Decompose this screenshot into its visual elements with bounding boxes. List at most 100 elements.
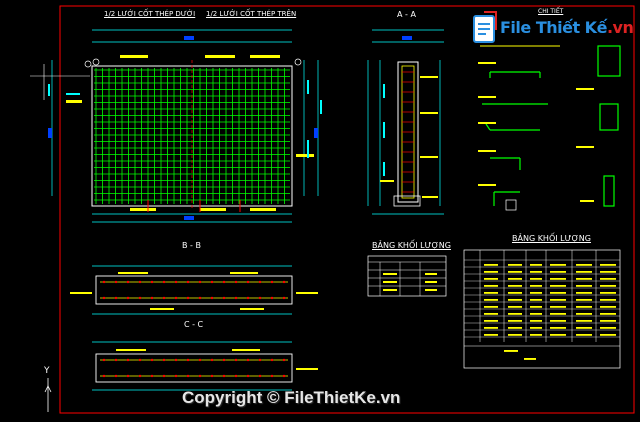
watermark-copyright: Copyright © FileThietKe.vn xyxy=(182,388,401,407)
rebar-dot xyxy=(174,358,178,362)
table-summary-value xyxy=(524,358,536,360)
table-cell-value xyxy=(550,271,566,273)
watermark-logo-text: File Thiết Kế.vn xyxy=(500,18,634,37)
title-table-right: BẢNG KHỐI LƯỢNG xyxy=(512,234,591,243)
rebar-dot xyxy=(186,296,190,300)
rebar-dot xyxy=(114,358,118,362)
rebar-dot xyxy=(282,280,286,284)
table-cell-value xyxy=(576,264,592,266)
rebar-dot xyxy=(114,280,118,284)
rebar-dot xyxy=(150,358,154,362)
title-section-aa: A - A xyxy=(397,10,416,19)
rebar-dot xyxy=(282,358,286,362)
rebar-dot xyxy=(270,358,274,362)
table-cell-value xyxy=(600,327,616,329)
table-cell-value xyxy=(508,306,522,308)
table-cell-value xyxy=(600,334,616,336)
rebar-dot xyxy=(258,280,262,284)
table-cell-value xyxy=(576,334,592,336)
rebar-dot xyxy=(186,374,190,378)
rebar-dot xyxy=(150,280,154,284)
table-cell-value xyxy=(576,285,592,287)
table-cell-value xyxy=(550,320,566,322)
title-section-bb: B - B xyxy=(182,241,201,250)
rebar-dot xyxy=(282,374,286,378)
rebar-dot xyxy=(222,296,226,300)
table-cell-value xyxy=(576,292,592,294)
table-cell-value xyxy=(484,299,498,301)
rebar-dot xyxy=(270,296,274,300)
rebar-dot xyxy=(258,358,262,362)
ucs-axis-icon xyxy=(44,378,52,412)
table-cell-value xyxy=(600,278,616,280)
table-cell-value xyxy=(508,313,522,315)
table-cell-value xyxy=(484,264,498,266)
table-cell-value xyxy=(508,292,522,294)
rebar-dot xyxy=(234,374,238,378)
title-section-cc: C - C xyxy=(184,320,204,329)
table-cell-value xyxy=(530,334,542,336)
rebar-dot xyxy=(102,280,106,284)
title-top-mesh: 1/2 LƯỚI CỐT THÉP TRÊN xyxy=(206,10,297,18)
rebar-dot xyxy=(234,358,238,362)
mesh-plan xyxy=(30,29,322,223)
table-cell-value xyxy=(550,327,566,329)
rebar-dot xyxy=(198,296,202,300)
title-detail: CHI TIẾT xyxy=(538,8,564,15)
rebar-dot xyxy=(126,280,130,284)
rebar-dot xyxy=(234,280,238,284)
table-cell-value xyxy=(530,327,542,329)
table-cell-value xyxy=(530,299,542,301)
table-cell-value xyxy=(508,278,522,280)
table-cell-value xyxy=(508,299,522,301)
table-cell-value xyxy=(484,271,498,273)
logo-main-text: File Thiết Kế xyxy=(500,18,607,37)
table-cell-value xyxy=(508,285,522,287)
table-cell-value xyxy=(576,313,592,315)
table-cell-value xyxy=(576,271,592,273)
rebar-dot xyxy=(162,296,166,300)
table-cell-value xyxy=(600,292,616,294)
rebar-dot xyxy=(198,358,202,362)
table-cell-value xyxy=(484,327,498,329)
watermark-logo xyxy=(470,10,620,50)
rebar-dot xyxy=(114,296,118,300)
rebar-dot xyxy=(174,280,178,284)
rebar-dot xyxy=(198,280,202,284)
rebar-dot xyxy=(246,296,250,300)
table-cell-value xyxy=(576,306,592,308)
rebar-dot xyxy=(246,358,250,362)
rebar-dot xyxy=(210,296,214,300)
table-cell-value xyxy=(484,306,498,308)
table-cell-value xyxy=(508,271,522,273)
rebar-dot xyxy=(258,374,262,378)
table-cell-value xyxy=(576,320,592,322)
table-cell-value xyxy=(550,334,566,336)
rebar-dot xyxy=(150,296,154,300)
rebar-dot xyxy=(126,296,130,300)
table-cell-value xyxy=(530,271,542,273)
rebar-dot xyxy=(138,296,142,300)
rebar-dot xyxy=(282,296,286,300)
detail-bars xyxy=(478,45,621,211)
table-cell-value xyxy=(484,320,498,322)
title-bottom-mesh: 1/2 LƯỚI CỐT THÉP DƯỚI xyxy=(104,10,196,18)
table-cell-value xyxy=(484,292,498,294)
table-cell-value xyxy=(600,264,616,266)
table-cell-value xyxy=(508,327,522,329)
table-left-grid xyxy=(367,255,447,297)
table-cell-value xyxy=(484,334,498,336)
table-cell-value xyxy=(600,299,616,301)
table-cell-value xyxy=(508,264,522,266)
table-cell-value xyxy=(600,306,616,308)
rebar-dot xyxy=(102,358,106,362)
section-aa xyxy=(367,29,444,215)
logo-suffix-text: .vn xyxy=(606,18,634,37)
rebar-dot xyxy=(210,358,214,362)
rebar-dot xyxy=(162,358,166,362)
table-summary-value xyxy=(504,350,518,352)
rebar-dot xyxy=(126,358,130,362)
table-cell-value xyxy=(530,264,542,266)
rebar-dot xyxy=(126,374,130,378)
